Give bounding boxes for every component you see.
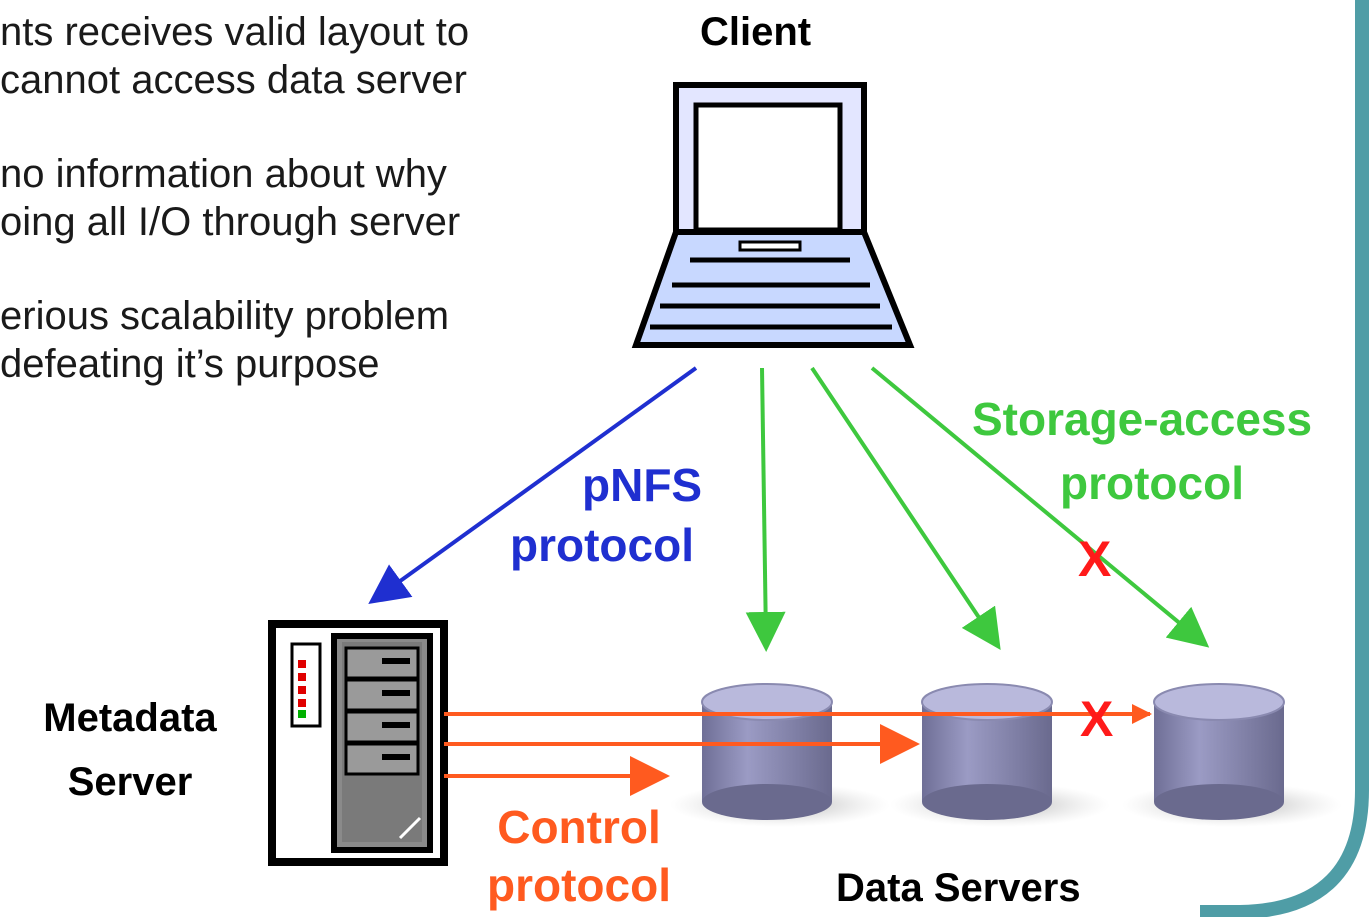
storage-label-line2: protocol [1060, 457, 1244, 509]
bullet-line: nts receives valid layout to [0, 10, 470, 54]
bullet-line: no information about why [0, 152, 447, 196]
bullet-line: cannot access data server [0, 58, 467, 102]
control-label-line1: Control [497, 801, 661, 853]
data-server-3-icon [1122, 683, 1342, 827]
bullet-line: oing all I/O through server [0, 200, 461, 244]
fail-mark-storage: X [1078, 531, 1112, 587]
pnfs-arrow [368, 366, 698, 605]
fail-mark-control: X [1080, 691, 1114, 747]
client-label: Client [700, 10, 812, 54]
client-computer-icon [631, 82, 915, 348]
slide-frame-curve [1200, 0, 1369, 917]
control-arrow-1-head [1132, 704, 1152, 724]
data-servers-label: Data Servers [836, 866, 1081, 910]
metadata-label-line2: Server [67, 760, 193, 804]
storage-arrow-2 [810, 366, 1001, 650]
control-label-line2: protocol [487, 859, 671, 911]
metadata-label-line1: Metadata [43, 696, 217, 740]
storage-arrow-1 [745, 367, 786, 652]
bullet-line: erious scalability problem [0, 294, 450, 338]
storage-arrow-3 [870, 366, 1210, 648]
pnfs-label-line1: pNFS [582, 459, 703, 511]
bullet-line: defeating it’s purpose [0, 342, 380, 386]
storage-label-line1: Storage-access [972, 393, 1313, 445]
data-server-2-icon [890, 683, 1110, 827]
metadata-server-icon [268, 620, 448, 866]
pnfs-label-line2: protocol [510, 519, 694, 571]
data-server-1-icon [670, 683, 890, 827]
